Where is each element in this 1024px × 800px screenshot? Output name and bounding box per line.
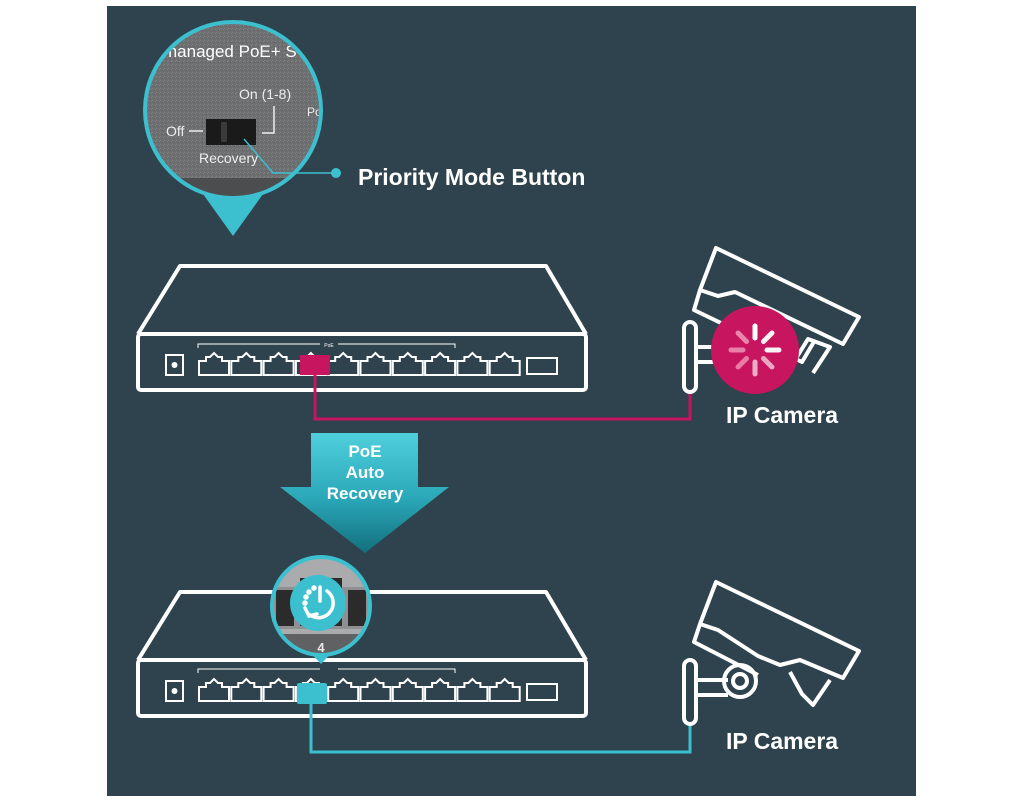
arrow-line-3: Recovery [327,484,404,503]
ethernet-port-7[interactable] [391,351,424,376]
arrow-line-2: Auto [346,463,385,482]
on-label: On (1-8) [239,86,291,102]
ethernet-port-2[interactable] [230,677,263,702]
poe-bracket [197,343,456,348]
faulted-port-4[interactable] [300,355,330,375]
side-text: Po [307,105,322,119]
ethernet-port-5[interactable] [327,677,360,702]
recovered-port-4[interactable] [297,683,327,704]
slide-switch[interactable] [206,119,256,145]
ethernet-port-6[interactable] [359,677,392,702]
recovery-label: Recovery [199,150,258,166]
recovered-cable [309,704,692,754]
callout-leader-dot [331,168,341,178]
ethernet-port-1[interactable] [198,351,230,376]
bottom-switch-ports [165,677,558,702]
ethernet-port-8[interactable] [424,351,457,376]
ethernet-port-8[interactable] [424,677,457,702]
ethernet-port-9[interactable] [456,351,489,376]
ethernet-port-10[interactable] [488,677,521,702]
bottom-ip-camera-icon [682,580,861,726]
poe-bracket [197,668,456,673]
power-jack [165,680,184,702]
power-jack [165,354,184,376]
ethernet-port-3[interactable] [262,351,295,376]
top-switch-ports [165,351,558,376]
spinner-tick [760,355,775,370]
ethernet-port-2[interactable] [230,351,263,376]
spinner-tick [735,330,750,345]
spinner-tick [760,330,775,345]
priority-callout: managed PoE+ S On (1-8) Po Off Recovery … [143,20,585,236]
bottom-ip-camera-label: IP Camera [726,728,838,754]
power-recovery-icon [302,585,335,620]
sfp-slot[interactable] [526,357,558,375]
top-switch [136,264,588,392]
spinner-tick [735,355,750,370]
ethernet-port-3[interactable] [262,677,295,702]
power-jack-dot [171,688,178,694]
fault-cable [313,375,692,421]
ethernet-port-7[interactable] [391,677,424,702]
switch-front-face [136,332,588,392]
sfp-slot[interactable] [526,683,558,701]
ethernet-port-1[interactable] [198,677,230,702]
ethernet-port-6[interactable] [359,351,392,376]
poe-bracket-label: PoE [324,343,334,349]
ethernet-port-5[interactable] [327,351,360,376]
priority-mode-button-label: Priority Mode Button [358,164,585,190]
power-recovery-icon-bg [290,575,346,631]
port-number-label: 4 [317,640,325,655]
ethernet-port-10[interactable] [488,351,521,376]
arrow-line-1: PoE [348,442,381,461]
off-label: Off [166,123,185,139]
callout-device-text: managed PoE+ S [163,42,297,61]
power-jack-dot [171,362,178,368]
poe-auto-recovery-arrow: PoE Auto Recovery [280,433,449,553]
slide-switch-knob [221,122,227,142]
switch-top-face [136,264,588,336]
callout-leader-line [243,138,336,174]
port-zoom-lens: 4 [270,555,372,664]
switch-front-face [136,658,588,718]
top-ip-camera-label: IP Camera [726,402,838,428]
camera-loading-icon [711,306,799,394]
ethernet-port-9[interactable] [456,677,489,702]
on-bracket [262,106,275,134]
